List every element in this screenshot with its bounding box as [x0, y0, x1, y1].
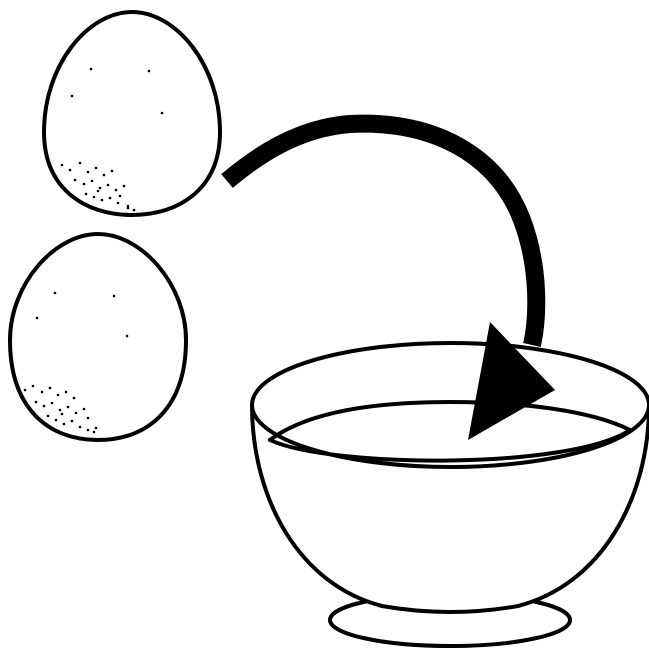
speckle-dot: [93, 196, 96, 199]
egg-icon: [44, 12, 220, 215]
speckle-dot: [24, 389, 27, 392]
speckle-dot: [119, 195, 122, 198]
speckle-dot: [55, 419, 58, 422]
speckle-dot: [61, 413, 64, 416]
speckle-dot: [127, 205, 130, 208]
speckle-dot: [161, 112, 164, 115]
speckle-dot: [69, 169, 72, 172]
speckle-dot: [65, 391, 68, 394]
speckle-dot: [63, 423, 66, 426]
speckle-dot: [107, 184, 110, 187]
speckle-dot: [75, 412, 78, 415]
speckle-dot: [35, 401, 38, 404]
speckle-dot: [148, 70, 151, 73]
speckle-dot: [93, 431, 96, 434]
speckle-dot: [74, 179, 77, 182]
bowl-icon: [252, 343, 649, 646]
speckle-dot: [79, 162, 82, 165]
speckle-dot: [57, 394, 60, 397]
bowl-rim: [252, 343, 649, 467]
speckle-dot: [36, 317, 39, 320]
speckle-dot: [41, 391, 44, 394]
speckle-dot: [87, 417, 90, 420]
speckle-dot: [111, 170, 114, 173]
speckle-dot: [101, 199, 104, 202]
speckle-dot: [90, 68, 93, 71]
speckle-dot: [97, 190, 100, 193]
speckle-dot: [87, 429, 90, 432]
speckle-dot: [91, 180, 94, 183]
speckle-dot: [126, 335, 129, 338]
speckle-dot: [71, 95, 74, 98]
speckle-dot: [67, 406, 70, 409]
speckle-dot: [32, 385, 35, 388]
speckle-dot: [47, 415, 50, 418]
speckle-dot: [51, 402, 54, 405]
speckle-dot: [43, 405, 46, 408]
speckle-dot: [103, 174, 106, 177]
speckle-dot: [61, 164, 64, 167]
egg-top-shell: [44, 12, 220, 215]
speckle-dot: [85, 193, 88, 196]
egg-icon: [10, 234, 186, 440]
speckle-dot: [117, 202, 120, 205]
speckle-dot: [113, 295, 116, 298]
speckle-dot: [54, 292, 57, 295]
speckle-dot: [71, 420, 74, 423]
speckle-dot: [73, 397, 76, 400]
speckle-dot: [95, 167, 98, 170]
egg-bottom-shell: [10, 234, 186, 440]
speckle-dot: [109, 197, 112, 200]
speckle-dot: [83, 183, 86, 186]
speckle-dot: [49, 387, 52, 390]
speckle-dot: [123, 185, 126, 188]
speckle-dot: [87, 171, 90, 174]
speckle-dot: [133, 209, 136, 212]
speckle-dot: [83, 408, 86, 411]
speckle-dot: [115, 189, 118, 192]
speckle-dot: [99, 187, 102, 190]
speckle-dot: [95, 427, 98, 430]
speckle-dot: [59, 409, 62, 412]
speckle-dot: [79, 426, 82, 429]
arrow-shaft: [227, 124, 536, 345]
